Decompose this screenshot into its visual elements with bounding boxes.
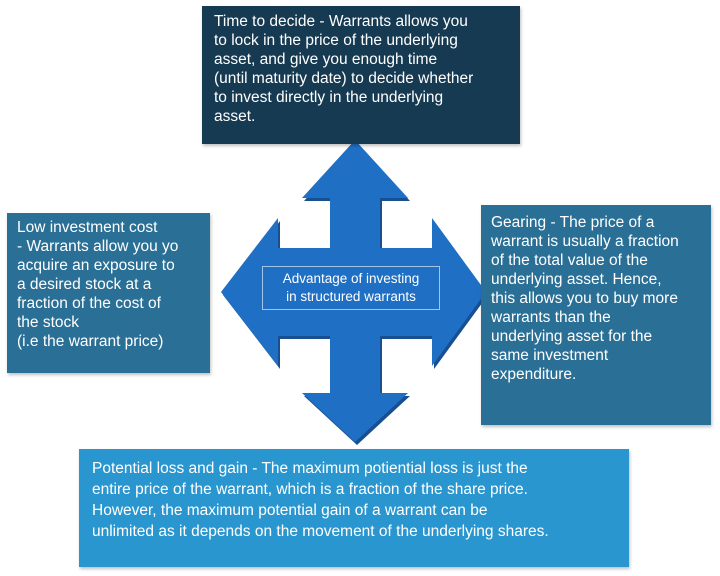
time-to-decide-box: Time to decide - Warrants allows you to … [202,6,520,144]
gearing-text: Gearing - The price of a warrant is usua… [491,214,679,383]
potential-loss-gain-text: Potential loss and gain - The maximum po… [92,460,549,540]
center-label-text: Advantage of investing in structured war… [282,271,420,304]
potential-loss-gain-box: Potential loss and gain - The maximum po… [79,449,629,567]
gearing-box: Gearing - The price of a warrant is usua… [481,205,711,425]
low-investment-cost-box: Low investment cost - Warrants allow you… [7,213,210,373]
four-way-arrow-shape [221,140,486,442]
center-label: Advantage of investing in structured war… [262,266,440,310]
low-investment-cost-text: Low investment cost - Warrants allow you… [17,219,179,350]
time-to-decide-text: Time to decide - Warrants allows you to … [214,13,474,125]
